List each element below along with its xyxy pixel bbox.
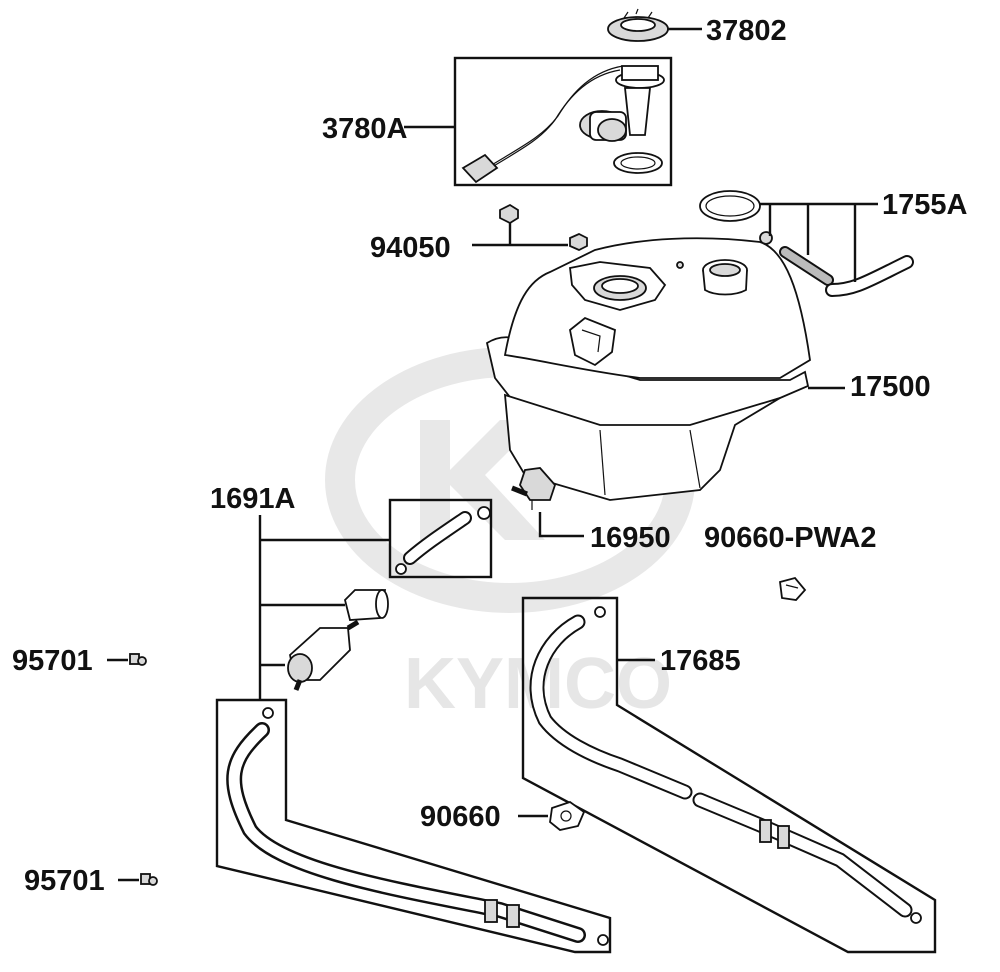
label-95701-upper: 95701	[12, 645, 93, 677]
label-1691A: 1691A	[210, 483, 296, 515]
part-37802-lock-ring	[607, 8, 702, 42]
part-1691A-fuel-filter-group	[215, 498, 612, 954]
label-1755A: 1755A	[882, 189, 968, 221]
label-37802: 37802	[706, 15, 787, 47]
part-17500-fuel-tank	[485, 237, 845, 510]
label-17500: 17500	[850, 371, 931, 403]
label-94050: 94050	[370, 232, 451, 264]
part-16950-fitting	[538, 512, 584, 538]
label-3780A: 3780A	[322, 113, 408, 145]
part-3780A-fuel-pump-assembly	[404, 56, 673, 187]
label-90660-PWA2: 90660-PWA2	[704, 522, 877, 554]
label-17685: 17685	[660, 645, 741, 677]
part-17685-fuel-hose	[521, 596, 937, 954]
label-95701-lower: 95701	[24, 865, 105, 897]
label-90660: 90660	[420, 801, 501, 833]
part-95701-screw-upper	[107, 653, 147, 666]
part-94050-nut	[472, 203, 588, 251]
label-16950: 16950	[590, 522, 671, 554]
part-1755A-vent-hose-set	[699, 190, 914, 297]
part-90660-PWA2-clip	[779, 576, 807, 601]
part-90660-clip	[518, 801, 586, 831]
part-95701-screw-lower	[118, 873, 158, 886]
